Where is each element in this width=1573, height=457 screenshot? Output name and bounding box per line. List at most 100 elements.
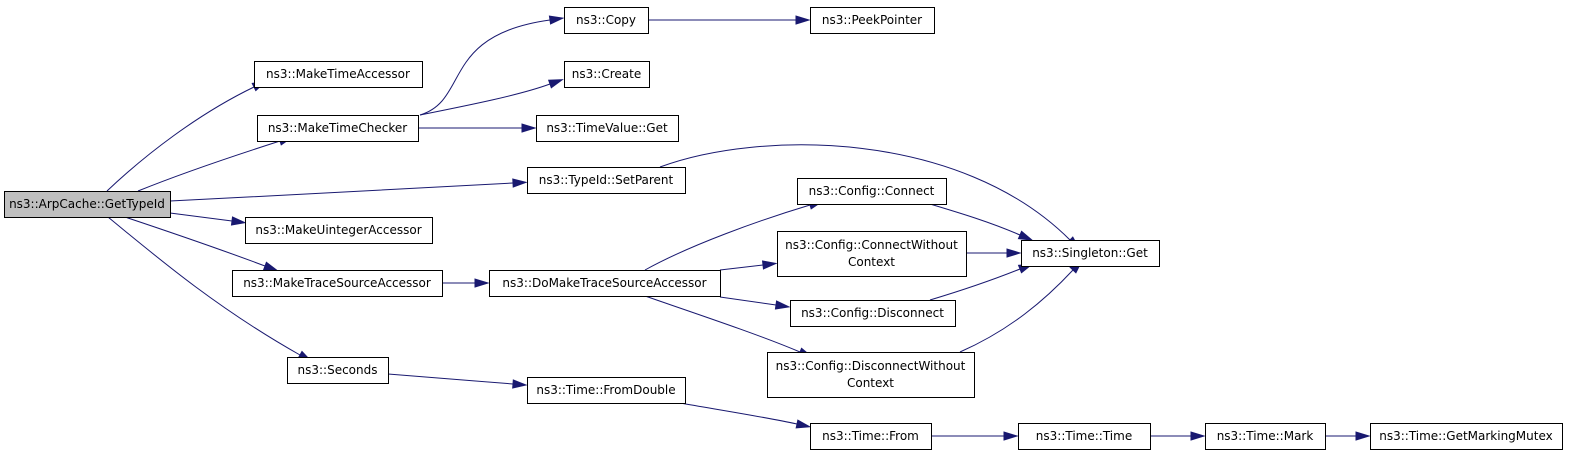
node-label: ns3::Time::GetMarkingMutex: [1379, 429, 1553, 443]
node-box[interactable]: [254, 61, 423, 88]
node-box[interactable]: [232, 270, 443, 297]
edge-n8-to-n11: [648, 15, 811, 25]
node-box[interactable]: [257, 115, 419, 142]
arrow-head: [774, 300, 791, 310]
node-n4[interactable]: ns3::MakeUintegerAccessor: [245, 217, 433, 244]
edge-line: [169, 182, 514, 202]
edge-n3-to-n9: [419, 79, 564, 116]
node-label: ns3::ArpCache::GetTypeId: [9, 197, 165, 211]
node-n21[interactable]: ns3::Time::Mark: [1205, 423, 1326, 450]
arrow-head: [547, 79, 564, 89]
edge-line: [644, 204, 811, 271]
node-n3[interactable]: ns3::MakeTimeChecker: [257, 115, 419, 142]
node-n6[interactable]: ns3::Seconds: [287, 357, 389, 384]
node-box[interactable]: [4, 191, 171, 218]
edge-line: [959, 269, 1074, 353]
node-n16[interactable]: ns3::Config::Disconnect: [790, 300, 956, 327]
arrow-head: [1355, 431, 1371, 441]
edge-line: [137, 140, 281, 192]
edge-line: [659, 144, 1071, 241]
node-box[interactable]: [777, 231, 967, 277]
node-label: ns3::TimeValue::Get: [546, 121, 668, 135]
node-label: ns3::Config::ConnectWithout: [785, 238, 958, 252]
node-label: ns3::MakeTraceSourceAccessor: [243, 276, 431, 290]
node-box[interactable]: [1205, 423, 1326, 450]
node-box[interactable]: [527, 377, 686, 404]
edge-n20-to-n21: [1150, 431, 1206, 441]
edge-n13-to-n16: [719, 296, 791, 310]
node-box[interactable]: [1021, 240, 1160, 267]
node-box[interactable]: [245, 217, 433, 244]
node-box[interactable]: [564, 7, 649, 34]
node-label: ns3::Config::Connect: [809, 184, 935, 198]
arrow-head: [1017, 230, 1034, 241]
node-label: ns3::Config::DisconnectWithout: [776, 359, 966, 373]
edge-n6-to-n18: [387, 373, 528, 389]
node-box[interactable]: [767, 352, 975, 398]
arrow-head: [1006, 248, 1022, 258]
node-n9[interactable]: ns3::Create: [564, 61, 650, 88]
node-n19[interactable]: ns3::Time::From: [810, 423, 932, 450]
node-box[interactable]: [810, 7, 935, 34]
edge-n15-to-n12: [966, 248, 1022, 258]
node-label: ns3::DoMakeTraceSourceAccessor: [502, 276, 706, 290]
node-box[interactable]: [536, 115, 679, 142]
node-box[interactable]: [489, 270, 721, 297]
node-box[interactable]: [797, 178, 947, 205]
node-label: ns3::PeekPointer: [822, 13, 922, 27]
node-label: ns3::Copy: [576, 13, 636, 27]
node-label: ns3::MakeTimeAccessor: [266, 67, 410, 81]
arrow-head: [761, 260, 778, 270]
node-n18[interactable]: ns3::Time::FromDouble: [527, 377, 686, 404]
node-box[interactable]: [287, 357, 389, 384]
edge-n1-to-n7: [169, 178, 528, 202]
edge-line: [679, 402, 798, 425]
edge-line: [387, 373, 514, 385]
node-n2[interactable]: ns3::MakeTimeAccessor: [254, 61, 423, 88]
node-box[interactable]: [527, 167, 686, 194]
arrow-head: [512, 178, 528, 188]
edge-line: [929, 268, 1021, 301]
arrow-head: [521, 123, 537, 133]
node-n13[interactable]: ns3::DoMakeTraceSourceAccessor: [489, 270, 721, 297]
arrow-head: [548, 15, 565, 25]
edge-n14-to-n12: [929, 203, 1034, 241]
node-label: ns3::Config::Disconnect: [801, 306, 944, 320]
edge-line: [644, 295, 801, 353]
node-n22[interactable]: ns3::Time::GetMarkingMutex: [1370, 423, 1563, 450]
node-n11[interactable]: ns3::PeekPointer: [810, 7, 935, 34]
node-box[interactable]: [1370, 423, 1563, 450]
node-n20[interactable]: ns3::Time::Time: [1018, 423, 1151, 450]
edge-n3-to-n10: [418, 123, 537, 133]
node-n10[interactable]: ns3::TimeValue::Get: [536, 115, 679, 142]
node-label: ns3::Time::Time: [1036, 429, 1132, 443]
node-label: ns3::Seconds: [298, 363, 378, 377]
node-label: ns3::MakeUintegerAccessor: [255, 223, 421, 237]
edge-n13-to-n15: [719, 260, 778, 271]
node-n12[interactable]: ns3::Singleton::Get: [1021, 240, 1160, 267]
edge-line: [107, 216, 301, 356]
node-box[interactable]: [564, 61, 650, 88]
node-n14[interactable]: ns3::Config::Connect: [797, 178, 947, 205]
node-label: ns3::Create: [572, 67, 641, 81]
arrow-head: [474, 278, 490, 288]
edge-line: [106, 86, 255, 192]
edge-line: [169, 212, 233, 222]
node-label: Context: [847, 376, 894, 390]
edge-n3-to-n8: [419, 15, 565, 116]
node-n1[interactable]: ns3::ArpCache::GetTypeId: [4, 191, 171, 218]
node-n5[interactable]: ns3::MakeTraceSourceAccessor: [232, 270, 443, 297]
node-n7[interactable]: ns3::TypeId::SetParent: [527, 167, 686, 194]
arrow-head: [795, 15, 811, 25]
node-n8[interactable]: ns3::Copy: [564, 7, 649, 34]
node-box[interactable]: [1018, 423, 1151, 450]
node-label: ns3::MakeTimeChecker: [268, 121, 407, 135]
node-box[interactable]: [810, 423, 932, 450]
node-box[interactable]: [790, 300, 956, 327]
node-label: ns3::Time::Mark: [1217, 429, 1314, 443]
edge-line: [719, 296, 777, 306]
arrow-head: [1003, 431, 1019, 441]
edge-n1-to-n2: [106, 80, 268, 192]
